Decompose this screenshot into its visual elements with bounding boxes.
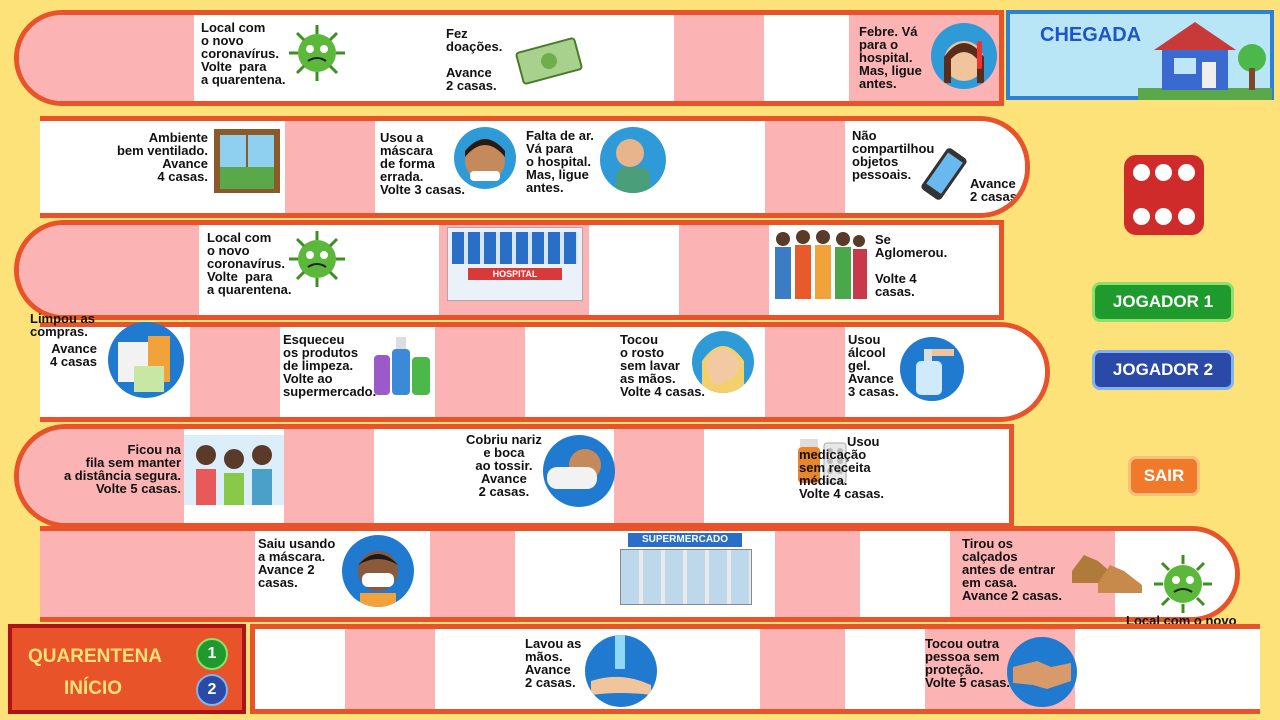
track-row-1: Local com o novo coronavírus. Volte para… bbox=[14, 10, 1004, 106]
track-row-4: Esqueceu os produtos de limpeza. Volte a… bbox=[40, 322, 1050, 422]
track-row-6: Saiu usando a máscara. Avance 2 casas. S… bbox=[40, 526, 1240, 622]
supermarket-icon: SUPERMERCADO bbox=[610, 533, 760, 607]
square-touch-person: Tocou outra pessoa sem proteção. Volte 5… bbox=[925, 636, 1011, 690]
player-1-token: 1 bbox=[196, 638, 228, 670]
square-breath: Falta de ar. Vá para o hospital. Mas, li… bbox=[526, 128, 594, 195]
coughing-man-icon bbox=[600, 127, 666, 193]
supermarket-sign: SUPERMERCADO bbox=[628, 533, 742, 547]
queue-people-icon bbox=[184, 435, 284, 505]
virus-icon bbox=[1154, 555, 1212, 613]
hospital-sign: HOSPITAL bbox=[468, 268, 562, 280]
track-row-3: Local com o novo coronavírus. Volte para… bbox=[14, 220, 1004, 320]
square-wash-hands: Lavou as mãos. Avance 2 casas. bbox=[525, 636, 582, 690]
virus-icon bbox=[289, 231, 345, 287]
square-medication-text: Usou medicação sem receita médica. Volte… bbox=[799, 434, 885, 501]
square-mask-wrong: Usou a máscara de forma errada. Volte 3 … bbox=[380, 130, 466, 197]
phone-icon bbox=[921, 148, 967, 200]
square-no-share-advance: Avance 2 casas. bbox=[970, 176, 1021, 204]
start-label: INÍCIO bbox=[64, 678, 123, 699]
square-queue: Ficou na fila sem manter a distância seg… bbox=[63, 442, 181, 496]
money-icon bbox=[515, 37, 583, 85]
square-donation: Fez doações. Avance 2 casas. bbox=[446, 26, 503, 93]
player-1-button[interactable]: JOGADOR 1 bbox=[1092, 282, 1234, 322]
square-touch-face: Tocou o rosto sem lavar as mãos. Volte 4… bbox=[620, 332, 706, 399]
square-medication: Usou medicação sem receita médica. Volte… bbox=[799, 435, 884, 500]
player-2-token: 2 bbox=[196, 674, 228, 706]
hand-sanitizer-icon bbox=[900, 337, 964, 401]
square-fever: Febre. Vá para o hospital. Mas, ligue an… bbox=[859, 24, 922, 91]
finish-box: CHEGADA bbox=[1006, 10, 1274, 100]
square-no-share: Não compartilhou objetos pessoais. bbox=[852, 128, 935, 182]
cleaning-products-icon bbox=[374, 337, 430, 395]
start-box: QUARENTENA 1 INÍCIO 2 bbox=[8, 624, 246, 714]
medicine-icon bbox=[798, 439, 847, 484]
track-row-2: Ambiente bem ventilado. Avance 4 casas. … bbox=[40, 116, 1030, 218]
window-icon bbox=[214, 129, 280, 193]
handshake-icon bbox=[1007, 637, 1077, 707]
quarantine-label: QUARENTENA bbox=[28, 646, 163, 667]
square-forgot-cleaning: Esqueceu os produtos de limpeza. Volte a… bbox=[283, 332, 377, 399]
shoes-icon bbox=[1072, 555, 1142, 593]
square-clean-groceries-advance: Avance 4 casas bbox=[50, 341, 97, 369]
hospital-icon: HOSPITAL bbox=[447, 227, 583, 301]
track-row-7: Lavou as mãos. Avance 2 casas. Tocou out… bbox=[250, 624, 1260, 714]
player-2-button[interactable]: JOGADOR 2 bbox=[1092, 350, 1234, 390]
man-mask-icon bbox=[454, 127, 516, 189]
woman-touching-face-icon bbox=[692, 331, 754, 393]
square-mask-out: Saiu usando a máscara. Avance 2 casas. bbox=[258, 536, 336, 590]
hand-washing-icon bbox=[585, 635, 657, 707]
man-coughing-elbow-icon bbox=[543, 435, 615, 507]
square-virus-1: Local com o novo coronavírus. Volte para… bbox=[201, 20, 286, 87]
crowd-icon bbox=[775, 230, 867, 299]
exit-button[interactable]: SAIR bbox=[1128, 456, 1200, 496]
dice[interactable] bbox=[1124, 155, 1204, 235]
track-row-5: Ficou na fila sem manter a distância seg… bbox=[14, 424, 1014, 528]
boy-mask-icon bbox=[342, 535, 414, 607]
square-cover-cough: Cobriu nariz e boca ao tossir. Avance 2 … bbox=[466, 432, 542, 499]
square-crowd: Se Aglomerou. Volte 4 casas. bbox=[875, 232, 948, 299]
square-clean-groceries: Limpou as compras. bbox=[30, 311, 96, 339]
finish-label: CHEGADA bbox=[1040, 24, 1142, 46]
square-ventilated: Ambiente bem ventilado. Avance 4 casas. bbox=[116, 130, 208, 184]
house-icon bbox=[1138, 22, 1272, 100]
square-hand-gel: Usou álcool gel. Avance 3 casas. bbox=[848, 332, 899, 399]
square-shoes: Tirou os calçados antes de entrar em cas… bbox=[962, 536, 1062, 603]
square-virus-2: Local com o novo coronavírus. Volte para… bbox=[207, 230, 292, 297]
virus-icon bbox=[289, 25, 345, 81]
groceries-icon bbox=[108, 322, 184, 398]
fever-girl-icon bbox=[931, 23, 997, 89]
